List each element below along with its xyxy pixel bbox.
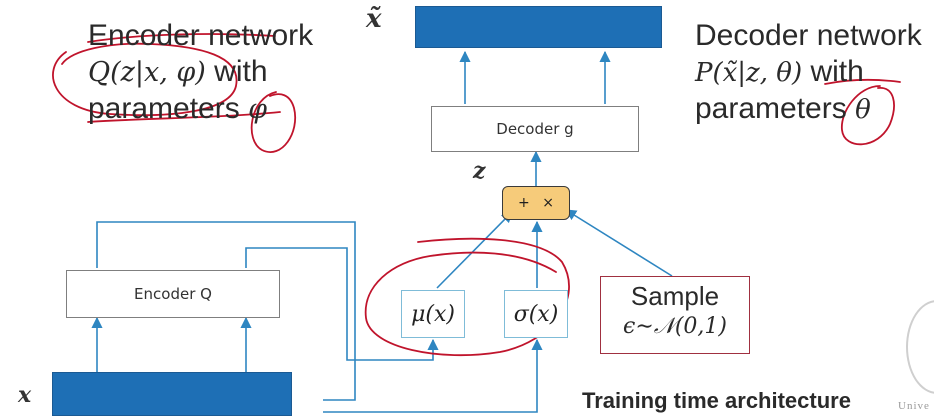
- encoder-with: with: [214, 55, 268, 88]
- combine-label: + ×: [518, 195, 554, 211]
- combine-node: + ×: [502, 186, 570, 220]
- route-encoder-to-mu: [245, 247, 439, 361]
- route-x-to-sigma: [323, 338, 543, 413]
- annotation-strike-encoder: [87, 33, 276, 43]
- annotation-circle-phi: [250, 91, 297, 153]
- sigma-label: σ(x): [513, 301, 559, 327]
- decoder-theta: θ: [855, 95, 871, 125]
- annotation-circle-theta: [841, 85, 895, 146]
- route-encoder-to-combine: [96, 221, 356, 401]
- encoder-parameters: parameters: [88, 92, 240, 125]
- encoder-title: Encoder network: [88, 19, 314, 52]
- decoder-parameters: parameters: [695, 92, 847, 125]
- sample-distribution: ϵ∼𝒩(0,1): [623, 314, 727, 339]
- decoder-params-line: parameters θ: [695, 91, 922, 128]
- encoder-phi: φ: [248, 94, 267, 125]
- x-tilde-label: x̃: [366, 4, 382, 34]
- mu-box: μ(x): [401, 290, 465, 338]
- encoder-label: Encoder Q: [134, 285, 212, 303]
- caption: Training time architecture: [582, 388, 851, 413]
- encoder-formula: Q(z|x, φ): [88, 57, 206, 88]
- annotation-strike-with: [824, 78, 901, 85]
- arrow-sample-to-combine: [565, 209, 673, 277]
- z-label: z: [473, 158, 486, 184]
- decoder-title: Decoder network: [695, 19, 922, 52]
- footer-university-text: Unive: [898, 400, 930, 412]
- decoder-formula: P(x̃|z, θ): [695, 58, 803, 88]
- arrow-mu-to-combine: [436, 211, 513, 289]
- decoder-formula-line: P(x̃|z, θ) with: [695, 54, 922, 91]
- annotation-strike-params: [87, 111, 281, 123]
- decoder-description: Decoder network P(x̃|z, θ) with paramete…: [695, 18, 922, 128]
- sigma-box: σ(x): [504, 290, 568, 338]
- encoder-formula-line: Q(z|x, φ) with: [88, 54, 313, 91]
- decoder-label: Decoder g: [496, 120, 574, 138]
- sample-label: Sample: [630, 281, 720, 311]
- annotation-circle-mu-sigma: [364, 237, 570, 357]
- decoder-with: with: [810, 55, 864, 88]
- output-bar: [415, 6, 662, 48]
- mu-label: μ(x): [411, 301, 455, 327]
- encoder-box: Encoder Q: [66, 270, 280, 318]
- encoder-params-line: parameters φ: [88, 91, 313, 128]
- x-label: x: [18, 382, 32, 408]
- input-bar: [52, 372, 292, 416]
- decoder-box: Decoder g: [431, 106, 639, 152]
- encoder-description: Encoder network Q(z|x, φ) with parameter…: [88, 18, 313, 128]
- annotation-circle-q: [52, 42, 238, 116]
- sample-box: Sample ϵ∼𝒩(0,1): [600, 276, 750, 354]
